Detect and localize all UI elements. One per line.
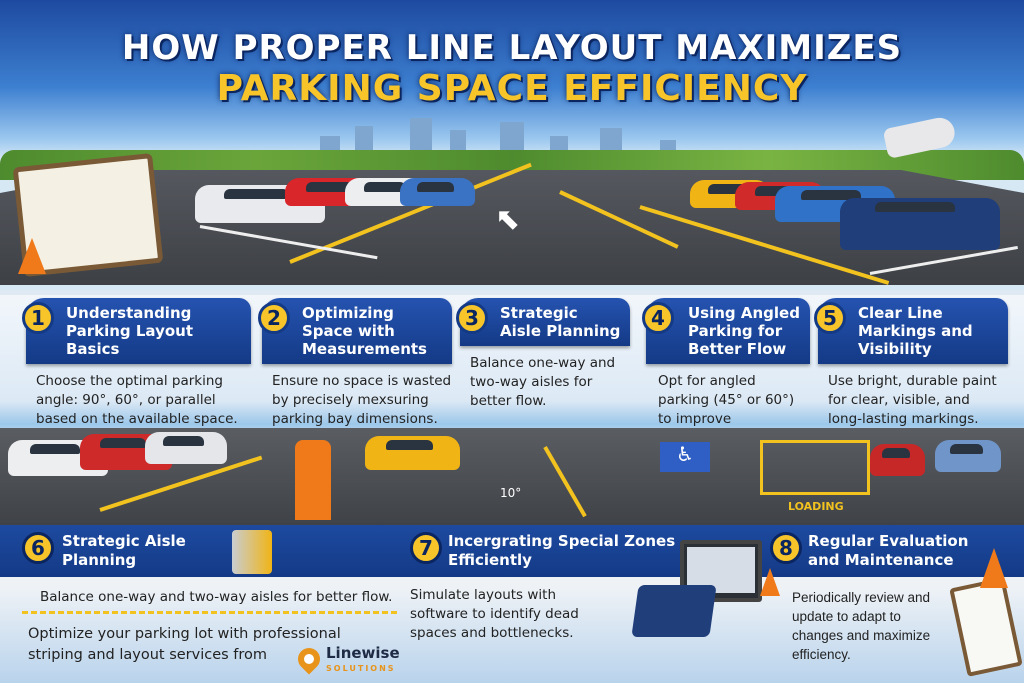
tip-card-header: 2 Optimizing Space with Measurements bbox=[258, 298, 452, 364]
tip-title-line: Regular Evaluation bbox=[808, 532, 969, 550]
step-number: 4 bbox=[642, 302, 674, 334]
accessible-parking-icon: ♿ bbox=[660, 442, 710, 472]
car bbox=[400, 178, 475, 206]
tip-title: Understanding Parking Layout Basics bbox=[66, 304, 194, 358]
tip-text: Use bright, durable paint for clear, vis… bbox=[828, 373, 997, 427]
tip-text: Balance one-way and two-way aisles for b… bbox=[40, 589, 393, 605]
brand-subtitle: SOLUTIONS bbox=[326, 664, 396, 673]
car bbox=[840, 198, 1000, 250]
tip-title: Strategic Aisle Planning bbox=[500, 304, 621, 340]
tip-card-5: 5 Clear Line Markings and Visibility Use … bbox=[814, 298, 1008, 429]
step-number: 8 bbox=[770, 532, 802, 564]
tip-card-header: 5 Clear Line Markings and Visibility bbox=[814, 298, 1008, 364]
arrow-icon: ⬉ bbox=[495, 202, 521, 237]
tip-card-header: 4 Using Angled Parking for Better Flow bbox=[642, 298, 810, 364]
step-number: 3 bbox=[456, 302, 488, 334]
tip-text: Choose the optimal parking angle: 90°, 6… bbox=[36, 373, 238, 427]
car bbox=[365, 436, 460, 470]
angle-label: 10° bbox=[500, 486, 522, 500]
tip-title-line: Efficiently bbox=[448, 551, 532, 569]
traffic-cone-icon bbox=[980, 548, 1008, 588]
step-number: 7 bbox=[410, 532, 442, 564]
car bbox=[145, 432, 227, 464]
traffic-cone-icon bbox=[760, 568, 780, 596]
tip-text: Balance one-way and two-way aisles for b… bbox=[470, 355, 616, 409]
title-line-1: HOW PROPER LINE LAYOUT MAXIMIZES bbox=[121, 28, 903, 68]
traffic-cone-icon bbox=[18, 238, 46, 274]
step-number: 5 bbox=[814, 302, 846, 334]
bottom-header-band bbox=[0, 525, 1024, 577]
tip-text: Periodically review and update to adapt … bbox=[792, 590, 931, 662]
tip-card-header: 3 Strategic Aisle Planning bbox=[456, 298, 630, 346]
tip-card-2: 2 Optimizing Space with Measurements Ensu… bbox=[258, 298, 452, 429]
promo-text: Optimize your parking lot with professio… bbox=[28, 626, 341, 663]
step-number: 2 bbox=[258, 302, 290, 334]
tip-title: Clear Line Markings and Visibility bbox=[858, 304, 973, 358]
tip-title-line: and Maintenance bbox=[808, 551, 954, 569]
paint-can-icon bbox=[232, 530, 272, 574]
tip-card-1: 1 Understanding Parking Layout Basics Cho… bbox=[22, 298, 251, 429]
tip-text: Simulate layouts with software to identi… bbox=[410, 587, 579, 641]
loading-zone bbox=[760, 440, 870, 495]
tip-title-line: Planning bbox=[62, 551, 137, 569]
page-title: HOW PROPER LINE LAYOUT MAXIMIZES PARKING… bbox=[0, 28, 1024, 110]
tip-title-line: Strategic Aisle bbox=[62, 532, 186, 550]
calculator-icon bbox=[631, 585, 717, 637]
worker-figure bbox=[295, 440, 331, 520]
tip-text: Ensure no space is wasted by precisely m… bbox=[272, 373, 452, 427]
divider bbox=[22, 611, 397, 614]
tip-card-header: 1 Understanding Parking Layout Basics bbox=[22, 298, 251, 364]
car bbox=[870, 444, 925, 476]
tip-title-line: Incergrating Special Zones bbox=[448, 532, 676, 550]
tip-title: Using Angled Parking for Better Flow bbox=[688, 304, 800, 358]
brand-logo: Linewise SOLUTIONS bbox=[326, 645, 400, 677]
car bbox=[935, 440, 1001, 472]
brand-name: Linewise bbox=[326, 644, 400, 662]
step-number: 6 bbox=[22, 532, 54, 564]
step-number: 1 bbox=[22, 302, 54, 334]
tip-card-4: 4 Using Angled Parking for Better Flow Op… bbox=[642, 298, 810, 429]
tip-card-3: 3 Strategic Aisle Planning Balance one-wa… bbox=[456, 298, 630, 411]
title-line-2: PARKING SPACE EFFICIENCY bbox=[216, 68, 808, 109]
tip-title: Optimizing Space with Measurements bbox=[302, 304, 427, 358]
loading-label: LOADING bbox=[788, 500, 844, 513]
tip-text: Opt for angled parking (45° or 60°) to i… bbox=[658, 373, 795, 427]
